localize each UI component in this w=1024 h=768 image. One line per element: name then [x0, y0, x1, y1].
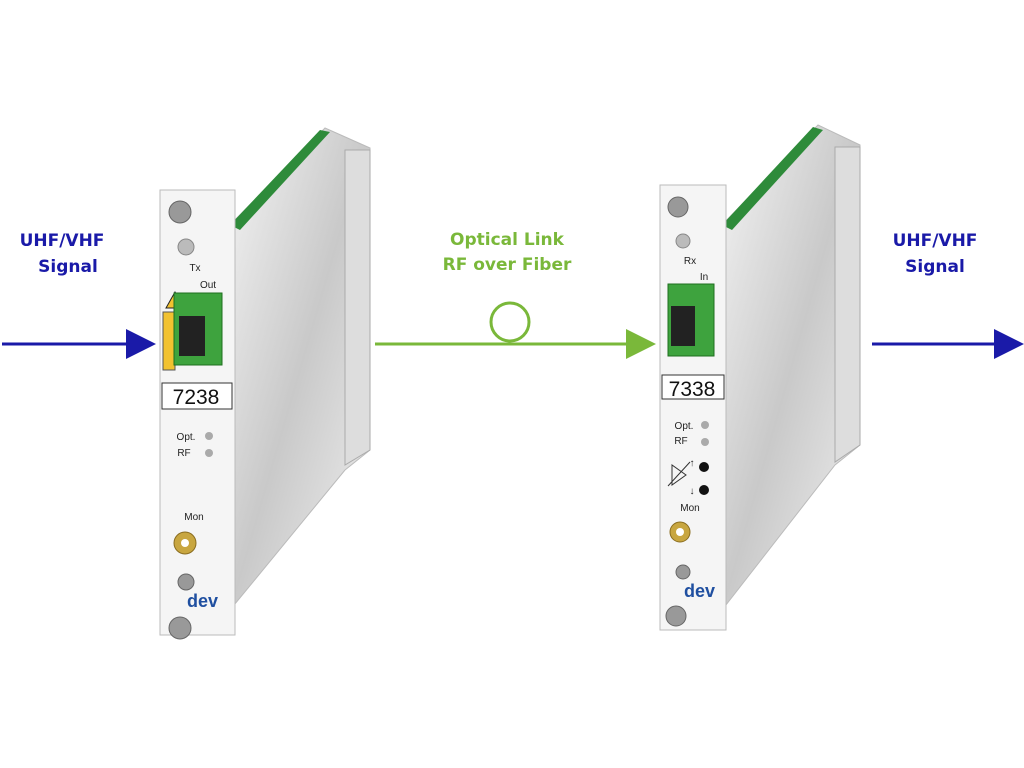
model-plate: [661, 374, 725, 400]
rail: [834, 146, 861, 463]
opt-led: [205, 432, 213, 440]
rx-led: [675, 233, 691, 249]
opt-label: Opt.: [675, 421, 694, 432]
pcb-edge: [722, 127, 823, 230]
front-panel: [159, 189, 236, 636]
screw-icon: [667, 196, 689, 218]
optical-link-label: Optical Link RF over Fiber: [443, 230, 572, 275]
input-label-line2: Signal: [38, 257, 98, 277]
mon-label: Mon: [680, 503, 699, 514]
dev-logo: dev: [187, 591, 218, 611]
model-number: 7338: [669, 378, 716, 401]
connector-port: [179, 316, 205, 356]
receiver-module-7338: Rx In 7338 Opt. RF ↑ ↓ Mon dev: [659, 124, 861, 631]
out-label: Out: [200, 280, 216, 291]
input-signal-label: UHF/VHF Signal: [20, 231, 105, 277]
screw-icon: [675, 564, 691, 580]
rx-label: Rx: [684, 256, 696, 267]
rf-label: RF: [177, 448, 190, 459]
screw-icon: [177, 573, 195, 591]
in-label: In: [700, 272, 708, 283]
model-plate: [161, 382, 233, 410]
gain-up-arrow-icon: ↑: [690, 458, 695, 469]
output-label-line1: UHF/VHF: [893, 231, 978, 251]
link-label-line1: Optical Link: [450, 230, 565, 250]
opt-led: [701, 421, 709, 429]
model-number: 7238: [173, 386, 220, 409]
screw-icon: [168, 200, 192, 224]
pcb-edge: [230, 130, 330, 230]
tx-label: Tx: [189, 263, 200, 274]
mon-label: Mon: [184, 512, 203, 523]
gain-down-arrow-icon: ↓: [690, 486, 695, 497]
output-label-line2: Signal: [905, 257, 965, 277]
tx-led: [177, 238, 195, 256]
gain-adjust-icon: [667, 461, 691, 487]
screw-icon: [665, 605, 687, 627]
input-label-line1: UHF/VHF: [20, 231, 105, 251]
fiber-loop-icon: [489, 301, 531, 343]
opt-label: Opt.: [177, 432, 196, 443]
output-signal-label: UHF/VHF Signal: [893, 231, 978, 277]
gain-down-button[interactable]: [699, 485, 709, 495]
rf-label: RF: [674, 436, 687, 447]
link-label-line2: RF over Fiber: [443, 255, 572, 275]
front-panel: [659, 184, 727, 631]
connector-pin: [181, 539, 189, 547]
dev-logo: dev: [684, 581, 715, 601]
screw-icon: [168, 616, 192, 640]
rf-led: [205, 449, 213, 457]
rail: [344, 149, 371, 466]
gain-up-button[interactable]: [699, 462, 709, 472]
connector-pin: [676, 528, 684, 536]
connector-port: [671, 306, 695, 346]
transmitter-module-7238: Tx Out 7238 Opt. RF Mon dev: [159, 127, 371, 640]
laser-warning-label: [162, 311, 176, 371]
rf-led: [701, 438, 709, 446]
